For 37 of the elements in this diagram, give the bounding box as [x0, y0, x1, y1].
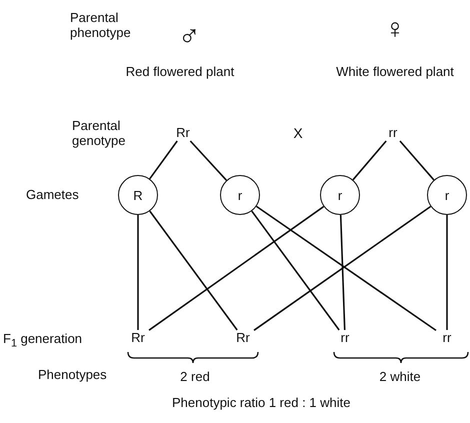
connector-line: [399, 140, 434, 180]
row-label: Phenotypes: [38, 367, 108, 382]
allele-label: r: [444, 188, 450, 202]
genotype-label: rr: [382, 125, 404, 140]
gamete-circle: [220, 175, 260, 215]
gamete-circle: [320, 175, 360, 215]
allele-label: R: [133, 188, 143, 202]
connector-line: [137, 215, 139, 330]
genotype-label: Rr: [172, 125, 194, 140]
genotype-label: rr: [334, 330, 356, 345]
connector-line: [149, 210, 238, 330]
allele-label: r: [238, 188, 242, 202]
row-label: Parental genotype: [72, 118, 126, 148]
genotype-label: rr: [436, 330, 458, 345]
connector-line: [251, 210, 340, 330]
female-symbol: ♀: [384, 15, 406, 43]
phenotype-label: White flowered plant: [335, 64, 455, 79]
phenotype-count: 2 white: [378, 369, 422, 384]
connector-line: [340, 214, 346, 330]
genotype-label: Rr: [127, 330, 149, 345]
genotype-label: Rr: [232, 330, 254, 345]
connector-line: [148, 206, 324, 331]
gamete-circle: [118, 175, 158, 215]
row-label: Gametes: [26, 187, 80, 202]
connector-line: [446, 215, 448, 330]
connector-line: [149, 140, 178, 180]
phenotype-count: 2 red: [179, 369, 211, 384]
ratio-note: Phenotypic ratio 1 red : 1 white: [172, 395, 352, 410]
row-label: Parental phenotype: [70, 10, 132, 40]
cross-sign: X: [292, 126, 304, 141]
connector-line: [190, 140, 228, 181]
allele-label: r: [338, 188, 342, 202]
male-symbol: ♂: [178, 22, 202, 52]
connector-line: [352, 140, 387, 180]
phenotype-label: Red flowered plant: [124, 64, 236, 79]
row-label: F$_{1}$ generation: [3, 331, 84, 352]
gamete-circle: [427, 175, 467, 215]
